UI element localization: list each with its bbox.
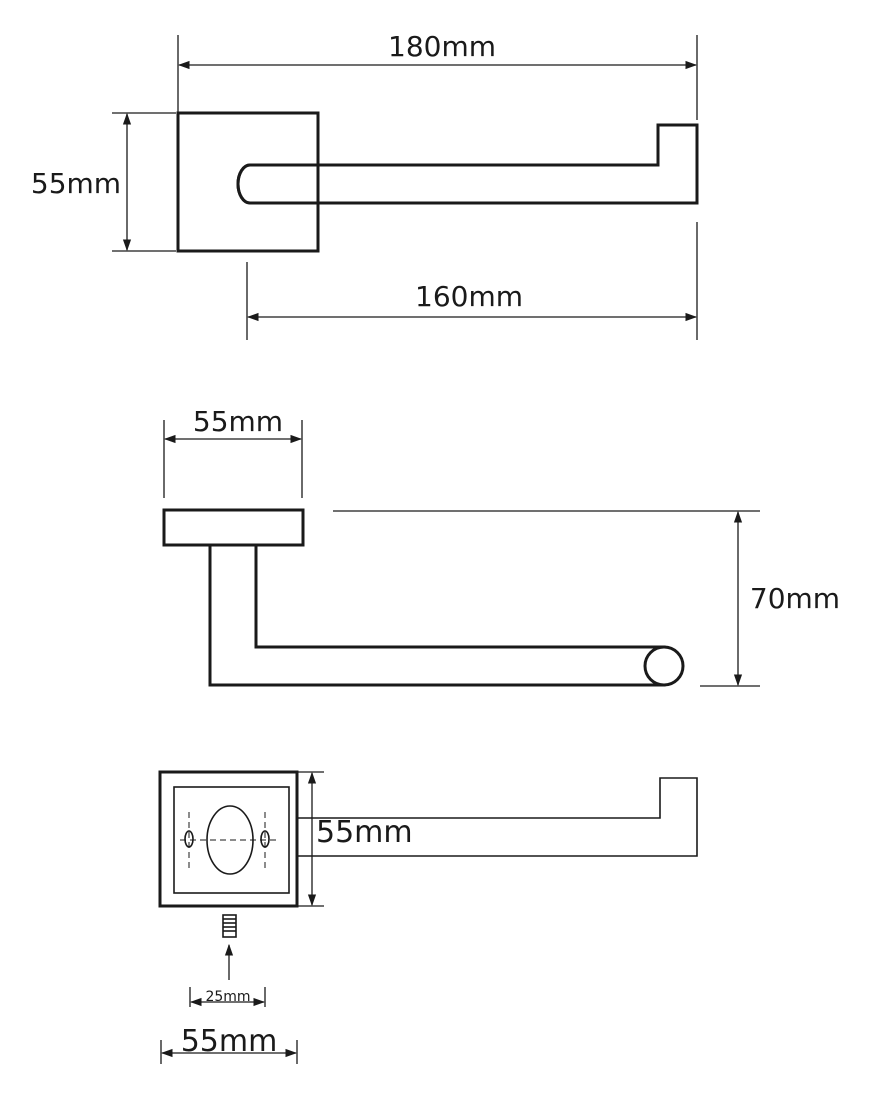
top-view-arm-inner: [236, 163, 318, 205]
mounting-view: 55mm 25mm 55mm: [158, 770, 698, 1064]
side-view: 55mm 70mm: [162, 405, 840, 687]
label-overall-length: 180mm: [388, 30, 496, 63]
grub-screw-icon: [222, 914, 237, 938]
side-view-base-flange: [162, 508, 305, 547]
mounting-plate-inner: [173, 786, 290, 894]
label-base-width: 55mm: [193, 405, 283, 438]
label-arm-length: 160mm: [415, 280, 523, 313]
label-plate-width: 55mm: [181, 1024, 278, 1059]
mounting-plate-outer: [158, 770, 299, 908]
side-view-tube-end: [643, 645, 685, 687]
label-base-height: 55mm: [31, 167, 121, 200]
top-view: 180mm 55mm 160mm: [31, 30, 699, 340]
side-view-arm: [208, 545, 666, 687]
label-screw-spacing: 25mm: [205, 989, 250, 1005]
label-projection: 70mm: [750, 582, 840, 615]
label-plate-height: 55mm: [316, 815, 413, 850]
top-view-base-plate: [176, 111, 320, 253]
mounting-view-arm: [298, 777, 698, 857]
